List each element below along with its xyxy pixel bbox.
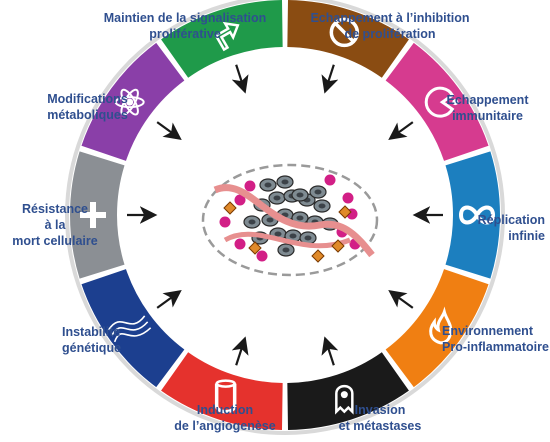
cell-nucleus (296, 192, 304, 198)
segment-angiogenese (161, 352, 283, 430)
arrow-inhibition (321, 64, 339, 94)
fibroblast (338, 205, 352, 219)
arrow-invasion (321, 336, 339, 366)
cell-nucleus (273, 195, 281, 201)
blood-vessel (213, 184, 375, 258)
arrow-icon (214, 21, 240, 52)
immune-cell (234, 238, 246, 250)
chromosome-icon (107, 315, 152, 343)
infinity-icon (458, 205, 496, 225)
cell-nucleus (289, 233, 297, 239)
cell-nucleus (296, 215, 304, 221)
fibroblast (311, 249, 325, 263)
cell-nucleus (282, 247, 290, 253)
cell-nucleus (248, 219, 256, 225)
arrow-metabolique (156, 121, 182, 140)
segment-genetique (81, 269, 185, 388)
segment-replication (445, 151, 500, 279)
fibroblast (248, 241, 262, 255)
segment-immunitaire (385, 42, 489, 161)
vessel-icon (214, 379, 237, 414)
immune-cell (219, 216, 231, 228)
segment-inhibition (287, 0, 409, 78)
flame-icon (429, 306, 453, 345)
arrow-angiogenese (231, 336, 249, 366)
arrow-immunitaire (388, 121, 414, 140)
pacman-icon (424, 86, 459, 118)
cell-icon (335, 384, 354, 415)
fibroblast (331, 239, 345, 253)
immune-cell (324, 174, 336, 186)
tumor-illustration (201, 163, 379, 277)
cell-nucleus (318, 203, 326, 209)
cell-nucleus (266, 217, 274, 223)
cell-nucleus (264, 182, 272, 188)
arrow-signalisation (231, 64, 249, 94)
cell-nucleus (304, 235, 312, 241)
immune-cell (342, 192, 354, 204)
cell-nucleus (314, 189, 322, 195)
no-entry-icon (329, 17, 360, 48)
cell-nucleus (281, 179, 289, 185)
arrow-inflammation (388, 290, 414, 309)
atom-icon (114, 88, 145, 116)
cross-icon (80, 202, 106, 228)
cell-nucleus (274, 231, 282, 237)
segment-invasion (287, 352, 409, 430)
immune-cell (244, 180, 256, 192)
arrow-genetique (156, 290, 182, 309)
immune-cell (256, 250, 268, 262)
immune-cell (234, 194, 246, 206)
fibroblast (223, 201, 237, 215)
outer-rim (65, 0, 505, 435)
